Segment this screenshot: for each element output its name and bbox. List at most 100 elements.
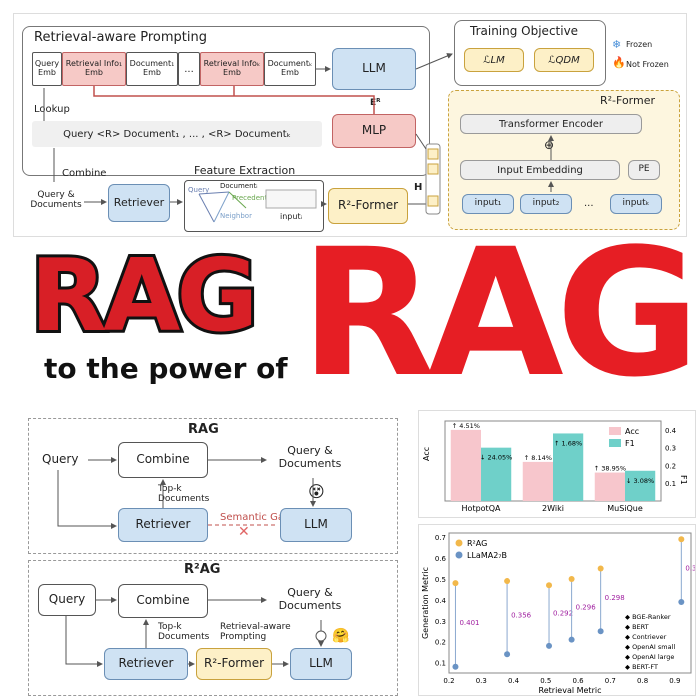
scatter-y-tick: 0.6 [435, 555, 447, 563]
scatter-x-tick: 0.2 [443, 677, 454, 685]
r2ag-query-label: Query [48, 592, 86, 607]
fe-document-label: Documentᵢ [220, 182, 258, 190]
loss-lm-label: ℒLM [483, 54, 505, 66]
bar-annotation: ↑ 8.14% [524, 454, 552, 462]
scatter-y-tick: 0.1 [435, 660, 446, 668]
token-query-emb: Query Emb [32, 52, 62, 86]
flame-icon: 🔥 [612, 56, 626, 69]
r2ag-topk: Top-k Documents [158, 622, 210, 642]
scatter-marker-legend: ◆ OpenAI small [625, 643, 675, 651]
mlp-box: MLP [332, 114, 416, 148]
scatter-marker-legend: ◆ BGE-Ranker [625, 613, 671, 621]
scatter-x-tick: 0.4 [508, 677, 520, 685]
bar-chart: ↑ 4.51%↓ 24.05%HotpotQA↑ 8.14%↑ 1.68%2Wi… [422, 420, 688, 513]
h-label: H [414, 182, 423, 193]
r2ag-combine-label: Combine [136, 593, 190, 608]
r2ag-r2former-label: R²-Former [203, 656, 265, 671]
bar-legend-swatch [609, 427, 621, 435]
bar-legend-swatch [609, 439, 621, 447]
rag-combine-label: Combine [136, 452, 190, 467]
scatter-point-0 [452, 580, 459, 587]
retrieval-aware-title: Retrieval-aware Prompting [34, 30, 207, 45]
llm-label: LLM [362, 61, 386, 76]
retrieval-aware-frame [22, 26, 430, 176]
scatter-point-1 [597, 628, 604, 635]
rag-frame [28, 418, 398, 554]
scatter-gain-label: 0.296 [576, 603, 597, 611]
bar-legend-label: Acc [625, 427, 639, 436]
token-retrieval-info-1: Retrieval Info₁ Emb [62, 52, 126, 86]
loss-qdm-label: ℒQDM [548, 54, 580, 66]
scatter-marker-legend: ◆ BERT [625, 623, 649, 631]
scatter-gain-label: 0.298 [605, 594, 625, 602]
scatter-xlabel: Retrieval Metric [539, 686, 602, 695]
bottom-left-panel: RAG Query Combine Query & Documents Top-… [8, 414, 406, 696]
prompt-line: Query <R> Document₁ , ... , <R> Document… [32, 121, 322, 147]
token-retrieval-info-k: Retrieval Infoₖ Emb [200, 52, 264, 86]
rag-retriever-label: Retriever [135, 517, 191, 532]
scatter-y-tick: 0.3 [435, 618, 446, 626]
loss-lm-box: ℒLM [464, 48, 524, 72]
scatter-point-0 [504, 578, 511, 585]
scatter-legend-label: R²AG [467, 539, 487, 548]
bar-legend-label: F1 [625, 439, 635, 448]
rag-query: Query [42, 452, 79, 466]
headline-rag-right: RAG [300, 211, 700, 416]
bar-category-label: HotpotQA [462, 504, 501, 513]
loss-qdm-box: ℒQDM [534, 48, 594, 72]
scatter-marker-legend: ◆ BERT-FT [625, 663, 658, 671]
query-docs-box: Query & Documents [28, 182, 84, 220]
add-icon: ⊕ [544, 138, 555, 152]
scatter-ylabel: Generation Metric [421, 567, 430, 639]
r2former-box: R²-Former [328, 188, 408, 224]
bar-acc-0 [450, 429, 481, 501]
scatter-point-1 [678, 598, 685, 605]
bar-y2-tick: 0.4 [665, 427, 677, 435]
legend-frozen: Frozen [626, 40, 653, 49]
r2former-panel-title: R²-Former [600, 94, 656, 107]
rag-combine-box: Combine [118, 442, 208, 478]
bar-chart-panel: ↑ 4.51%↓ 24.05%HotpotQA↑ 8.14%↑ 1.68%2Wi… [418, 410, 696, 518]
scatter-point-1 [568, 636, 575, 643]
bar-category-label: 2Wiki [542, 504, 564, 513]
bar-annotation: ↑ 1.68% [554, 439, 582, 447]
bar-category-label: MuSiQue [607, 504, 643, 513]
pe-box: PE [628, 160, 660, 180]
headline-rag-left: RAG [27, 237, 262, 354]
input-ellipsis: ... [584, 198, 594, 209]
combine-label: Combine [62, 168, 107, 179]
r2ag-llm-label: LLM [309, 656, 333, 671]
query-docs-label: Query & Documents [30, 190, 82, 210]
input-2-box: input₂ [520, 194, 572, 214]
happy-emoji-icon: 🤗 [332, 628, 350, 644]
scatter-x-tick: 0.5 [540, 677, 551, 685]
rag-query-docs: Query & Documents [278, 444, 342, 470]
retriever-box: Retriever [108, 184, 170, 222]
scatter-y-tick: 0.4 [435, 597, 447, 605]
transformer-encoder-box: Transformer Encoder [460, 114, 642, 134]
scatter-point-0 [597, 565, 604, 572]
bar-ylabel: Acc [422, 447, 431, 461]
r2ag-retriever-label: Retriever [118, 656, 174, 671]
input-1-box: input₁ [462, 194, 514, 214]
r2ag-query-box: Query [38, 584, 96, 616]
er-label: Eᴿ [370, 98, 381, 108]
lookup-label: Lookup [34, 104, 70, 115]
scatter-x-tick: 0.8 [637, 677, 648, 685]
scatter-legend-marker [455, 539, 463, 547]
scatter-gain-label: 0.356 [511, 612, 532, 620]
scatter-x-tick: 0.3 [476, 677, 487, 685]
bar-f1-2 [625, 470, 656, 501]
r2former-label: R²-Former [337, 198, 399, 213]
scatter-gain-label: 0.401 [459, 619, 479, 627]
bar-f1-0 [481, 447, 512, 501]
fe-input-label: inputᵢ [280, 212, 303, 221]
token-ellipsis: ... [178, 52, 200, 86]
scatter-legend-marker [455, 551, 463, 559]
scatter-y-tick: 0.5 [435, 576, 446, 584]
scatter-point-0 [568, 575, 575, 582]
fe-neighbor-label: Neighbor [220, 212, 252, 220]
scatter-y-tick: 0.2 [435, 639, 446, 647]
scatter-marker-legend: ◆ OpenAI large [625, 653, 674, 661]
